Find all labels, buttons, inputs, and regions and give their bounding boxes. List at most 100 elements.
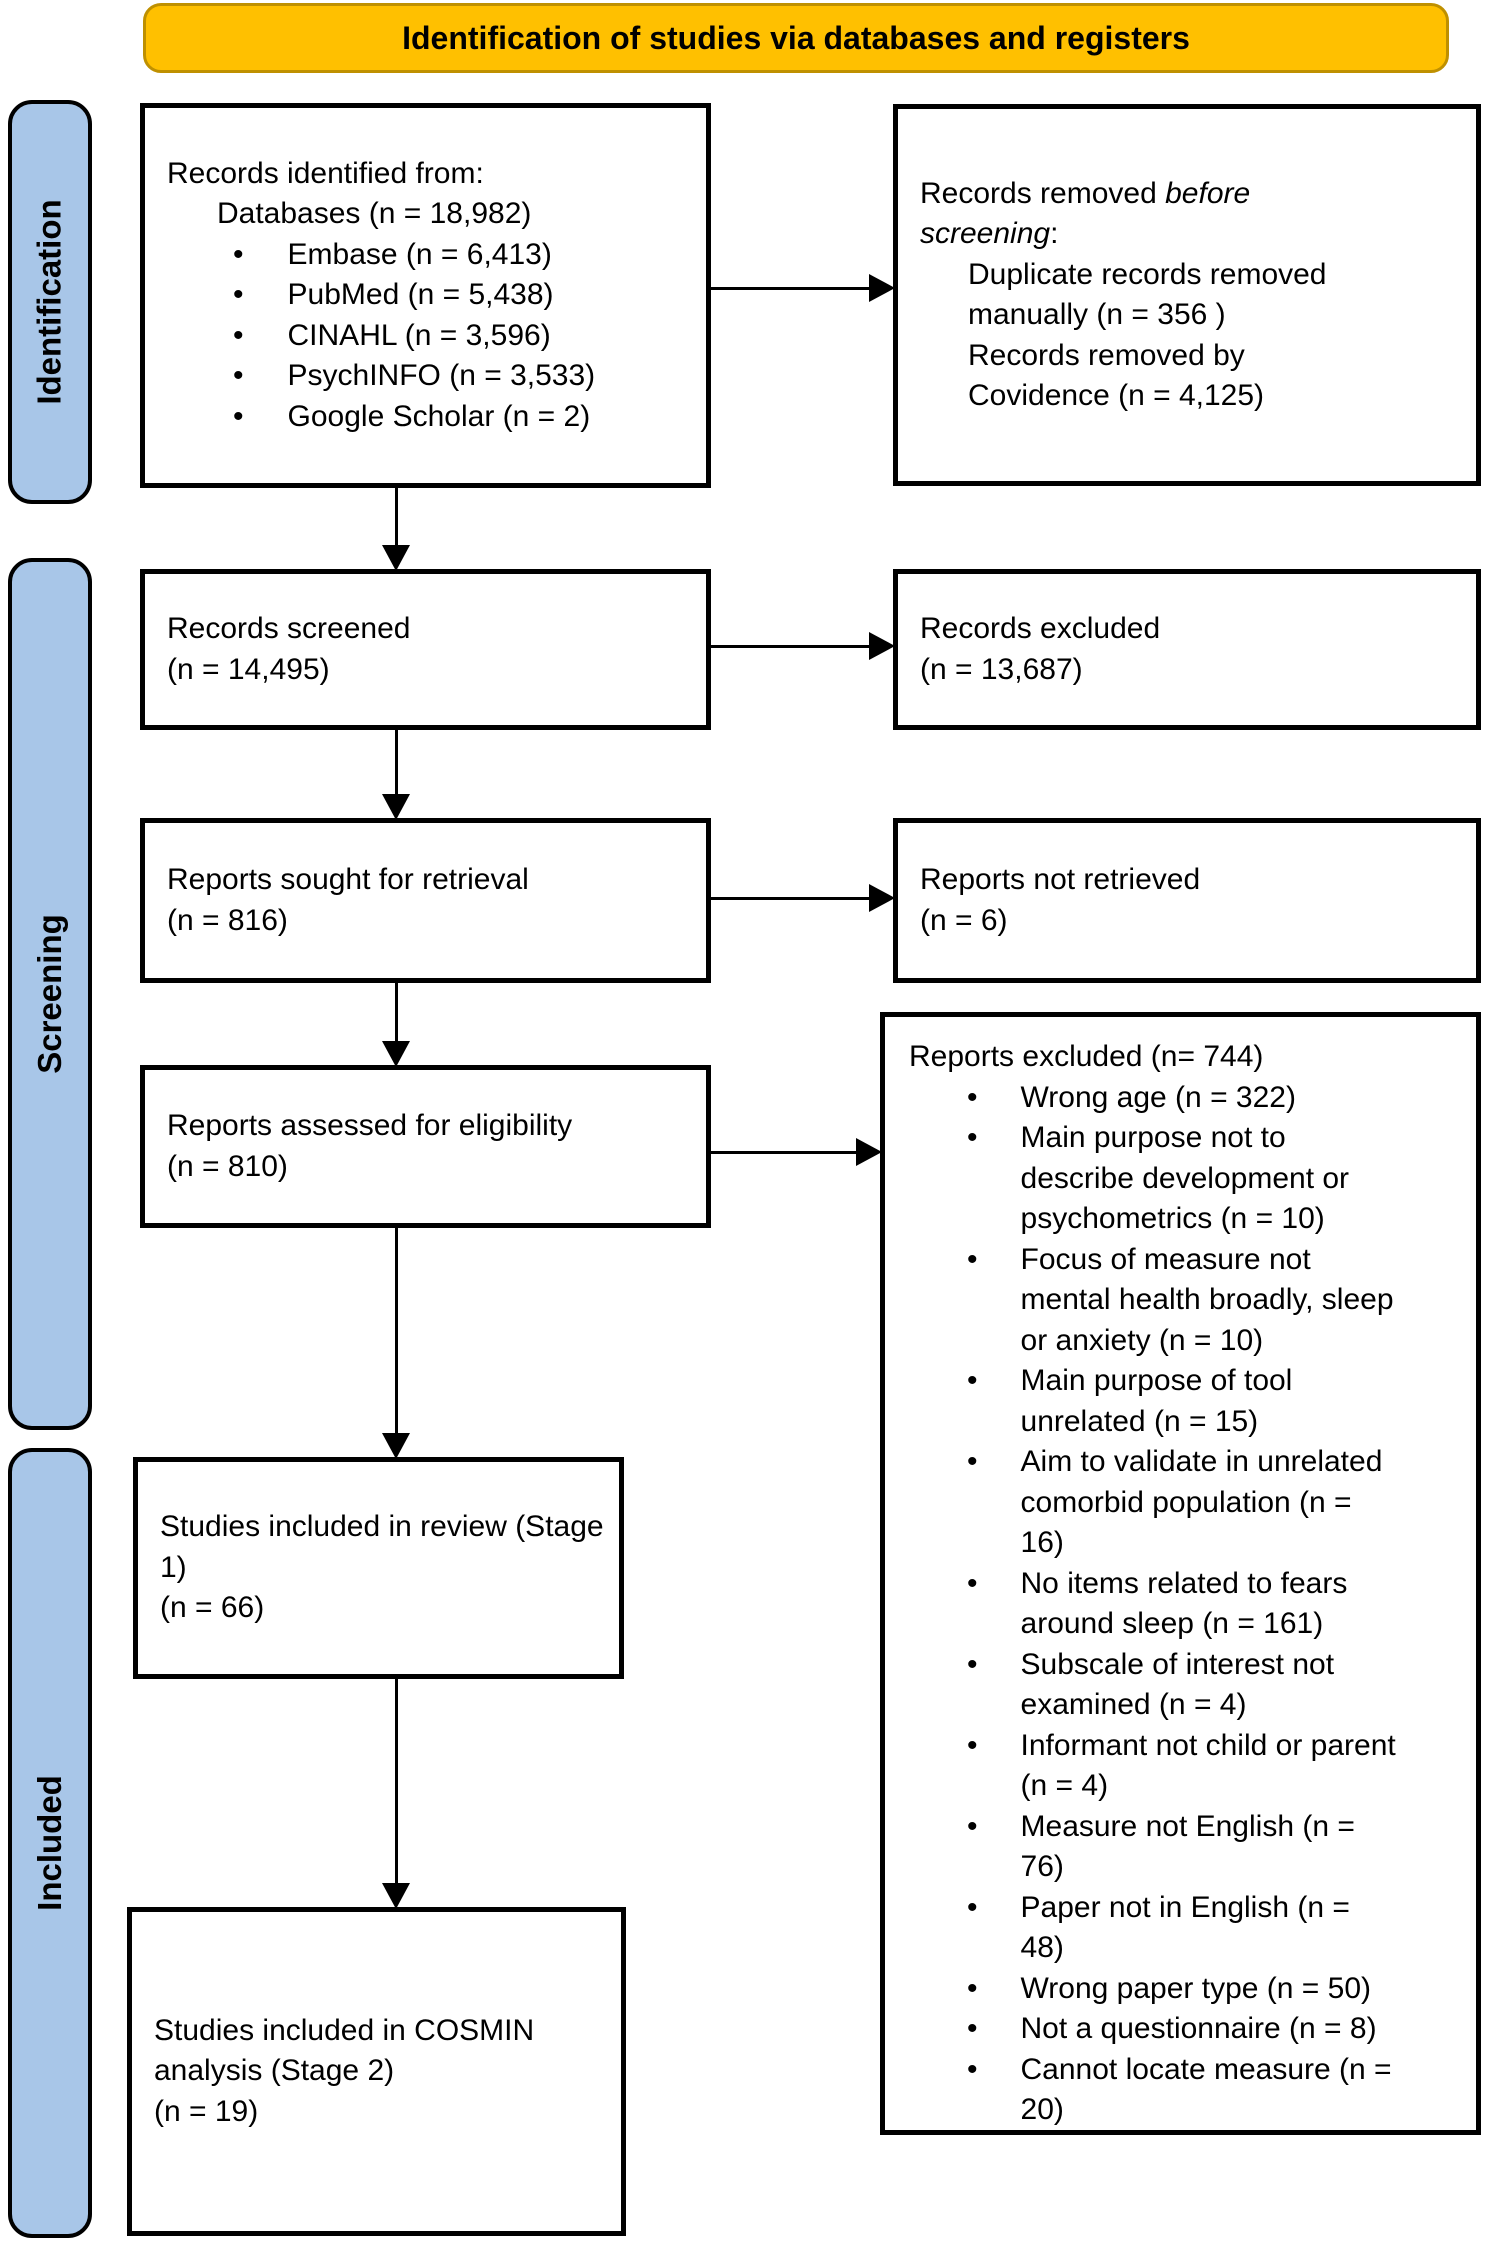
box-reports-sought: Reports sought for retrieval (n = 816) <box>140 818 711 983</box>
arrow-shaft <box>711 286 869 290</box>
exclusion-reason-item: • Measure not English (n = 76) <box>967 1807 1458 1888</box>
stage-included: Included <box>8 1448 92 2238</box>
reports-excluded-title: Reports excluded (n= 744) <box>909 1040 1264 1073</box>
arrow-shaft <box>711 644 869 648</box>
bullet-icon: • <box>967 1080 978 1114</box>
included-review-line2: 1) <box>160 1550 187 1584</box>
included-review-line3: (n = 66) <box>160 1591 265 1625</box>
stage-included-label: Included <box>31 1775 68 1911</box>
records-identified-line2: Databases (n = 18,982) <box>217 197 532 231</box>
arrow-sought-to-not-retrieved <box>711 884 895 912</box>
exclusion-reason-text: Not a questionnaire (n = 8) <box>1020 2012 1377 2045</box>
arrow-down-icon <box>382 794 410 820</box>
records-removed-title-italic2: screening <box>920 217 1051 250</box>
exclusion-reason-item: • Paper not in English (n = 48) <box>967 1888 1458 1969</box>
databases-list: • Embase (n = 6,413) • PubMed (n = 5,438… <box>233 235 688 438</box>
included-review-line1: Studies included in review (Stage <box>160 1510 604 1544</box>
box-included-review: Studies included in review (Stage 1) (n … <box>133 1457 624 1679</box>
exclusion-reason-item: • Not a questionnaire (n = 8) <box>967 2009 1458 2050</box>
exclusion-reason-item: • Cannot locate measure (n = 20) <box>967 2050 1458 2131</box>
bullet-icon: • <box>967 1647 978 1681</box>
exclusion-reasons-list: • Wrong age (n = 322) • Main purpose not… <box>967 1078 1458 2131</box>
bullet-icon: • <box>967 1971 978 2005</box>
exclusion-reason-text: Wrong paper type (n = 50) <box>1020 1971 1371 2005</box>
bullet-text: Google Scholar (n = 2) <box>287 399 591 433</box>
arrow-down-icon <box>382 1433 410 1459</box>
arrow-identified-to-removed <box>711 274 895 302</box>
exclusion-reason-text: Main purpose of tool unrelated (n = 15) <box>1020 1364 1293 1438</box>
exclusion-reason-item: • Informant not child or parent (n = 4) <box>967 1726 1458 1807</box>
stage-identification-label: Identification <box>31 199 68 405</box>
box-reports-not-retrieved: Reports not retrieved (n = 6) <box>893 818 1481 983</box>
exclusion-reason-text: No items related to fears around sleep (… <box>1020 1566 1348 1641</box>
exclusion-reason-item: • Wrong paper type (n = 50) <box>967 1969 1458 2010</box>
records-removed-title-plain: Records removed <box>920 176 1166 210</box>
bullet-text: Embase (n = 6,413) <box>287 237 552 271</box>
exclusion-reason-text: Aim to validate in unrelated comorbid po… <box>1020 1445 1383 1559</box>
box-reports-assessed: Reports assessed for eligibility (n = 81… <box>140 1065 711 1228</box>
arrow-screened-to-sought <box>382 730 410 820</box>
arrow-shaft <box>711 1150 856 1154</box>
exclusion-reason-item: • Main purpose not to describe developme… <box>967 1118 1458 1240</box>
box-records-removed: Records removed before screening: Duplic… <box>893 104 1481 486</box>
arrow-shaft <box>394 730 398 794</box>
bullet-icon: • <box>233 359 244 393</box>
box-records-screened: Records screened (n = 14,495) <box>140 569 711 730</box>
arrow-right-icon <box>869 632 895 660</box>
removal-item: Records removed by Covidence (n = 4,125) <box>968 338 1265 413</box>
box-records-excluded: Records excluded (n = 13,687) <box>893 569 1481 730</box>
bullet-icon: • <box>967 1890 978 1924</box>
arrow-sought-to-assessed <box>382 983 410 1067</box>
arrow-identified-to-screened <box>382 487 410 571</box>
records-removed-title-italic: before <box>1165 176 1251 210</box>
stage-identification: Identification <box>8 100 92 504</box>
arrow-shaft <box>711 896 869 900</box>
bullet-icon: • <box>967 1445 978 1478</box>
bullet-icon: • <box>233 318 244 352</box>
stage-screening-label: Screening <box>31 914 68 1074</box>
arrow-assessed-to-reports-excluded <box>711 1138 882 1166</box>
exclusion-reason-text: Measure not English (n = 76) <box>1020 1809 1355 1884</box>
exclusion-reason-text: Main purpose not to describe development… <box>1020 1121 1350 1235</box>
list-item: • CINAHL (n = 3,596) <box>233 316 688 357</box>
included-cosmin-line2: analysis (Stage 2) <box>154 2054 395 2088</box>
exclusion-reason-item: • Subscale of interest not examined (n =… <box>967 1645 1458 1726</box>
exclusion-reason-item: • Wrong age (n = 322) <box>967 1078 1458 1119</box>
arrow-screened-to-excluded <box>711 632 895 660</box>
exclusion-reason-text: Focus of measure not mental health broad… <box>1020 1242 1394 1357</box>
list-item: • Embase (n = 6,413) <box>233 235 688 276</box>
arrow-review-to-cosmin <box>382 1679 410 1909</box>
exclusion-reason-text: Cannot locate measure (n = 20) <box>1020 2052 1392 2127</box>
records-excluded-line2: (n = 13,687) <box>920 652 1083 686</box>
exclusion-reason-text: Paper not in English (n = 48) <box>1020 1890 1350 1965</box>
exclusion-reason-item: • No items related to fears around sleep… <box>967 1564 1458 1645</box>
arrow-down-icon <box>382 1041 410 1067</box>
exclusion-reason-item: • Aim to validate in unrelated comorbid … <box>967 1442 1458 1564</box>
list-item: • PsychINFO (n = 3,533) <box>233 356 688 397</box>
bullet-icon: • <box>967 1242 978 1276</box>
bullet-text: CINAHL (n = 3,596) <box>287 318 551 352</box>
arrow-shaft <box>394 487 398 545</box>
bullet-text: PsychINFO (n = 3,533) <box>287 359 596 393</box>
exclusion-reason-item: • Focus of measure not mental health bro… <box>967 1240 1458 1362</box>
included-cosmin-line3: (n = 19) <box>154 2094 259 2128</box>
list-item: • Google Scholar (n = 2) <box>233 397 688 438</box>
bullet-icon: • <box>967 1566 978 1600</box>
reports-sought-line2: (n = 816) <box>167 903 288 937</box>
reports-assessed-line2: (n = 810) <box>167 1149 288 1183</box>
included-cosmin-line1: Studies included in COSMIN <box>154 2013 535 2047</box>
exclusion-reason-text: Informant not child or parent (n = 4) <box>1020 1728 1396 1803</box>
arrow-shaft <box>394 1679 398 1883</box>
bullet-icon: • <box>967 1809 978 1843</box>
records-removed-title-colon: : <box>1050 217 1059 250</box>
arrow-right-icon <box>869 274 895 302</box>
arrow-right-icon <box>856 1138 882 1166</box>
list-item: • PubMed (n = 5,438) <box>233 275 688 316</box>
box-records-identified: Records identified from: Databases (n = … <box>140 103 711 488</box>
arrow-down-icon <box>382 1883 410 1909</box>
records-removed-title-line1: Records removed before <box>920 174 1458 215</box>
reports-assessed-line1: Reports assessed for eligibility <box>167 1109 573 1142</box>
arrow-assessed-to-review <box>382 1228 410 1459</box>
records-removed-title-line2: screening: <box>920 214 1458 255</box>
